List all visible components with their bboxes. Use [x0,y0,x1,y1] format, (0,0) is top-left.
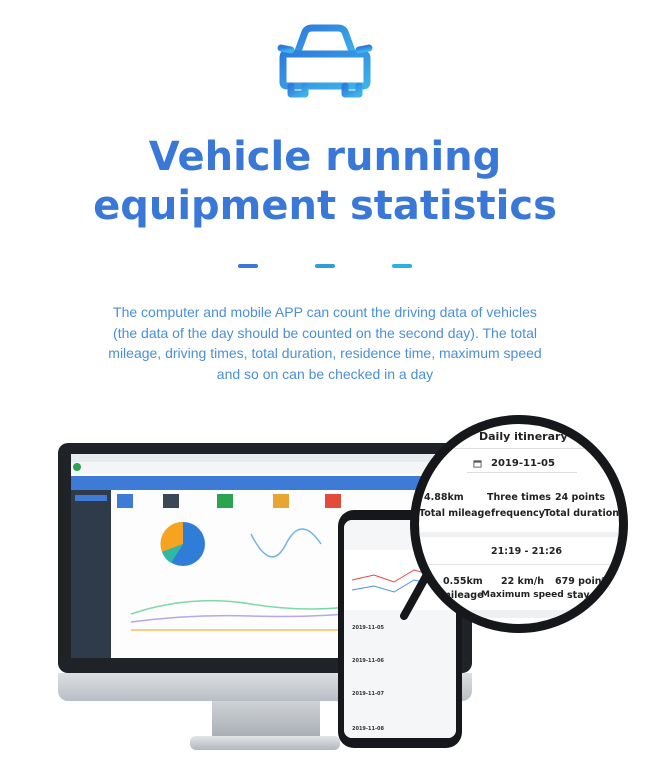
trip-time-range: 21:19 - 21:26 [491,546,563,557]
monitor-base [190,736,340,750]
trip-label: stay [567,590,590,601]
itinerary-heading: Daily itinerary [479,430,568,443]
description: The computer and mobile APP can count th… [108,304,542,382]
stat-value: Three times [487,492,551,503]
divider-dash [392,264,412,268]
stat-value: 4.88km [424,492,464,503]
divider-dash [315,264,335,268]
title-line-2: equipment statistics [93,183,557,229]
magnifier: Daily itinerary 2019-11-05 4.88km Total … [410,415,628,633]
stat-label: Total mileage [419,508,491,519]
trip-value: 679 points [555,576,612,587]
stat-value: 24 points [555,492,606,503]
dashboard-screenshot [71,454,461,658]
car-icon [277,24,373,98]
title-line-1: Vehicle running [148,134,502,180]
trip-label: mileage [441,590,484,601]
trip-value: 0.55km [443,576,483,587]
stat-label: Total duration [544,508,620,519]
stat-label: frequency [491,508,545,519]
phone-date: 2019-11-05 [352,625,384,631]
itinerary-date: 2019-11-05 [491,458,555,469]
divider-dash [238,264,258,268]
page-title: Vehicle running equipment statistics [0,133,650,231]
trip-label: Maximum speed [481,590,564,600]
phone-date: 2019-11-08 [352,726,384,732]
monitor-stand [212,701,320,737]
phone-date: 2019-11-06 [352,658,384,664]
calendar-icon [473,460,482,468]
trip-value: 22 km/h [501,576,544,587]
phone-date: 2019-11-07 [352,691,384,697]
